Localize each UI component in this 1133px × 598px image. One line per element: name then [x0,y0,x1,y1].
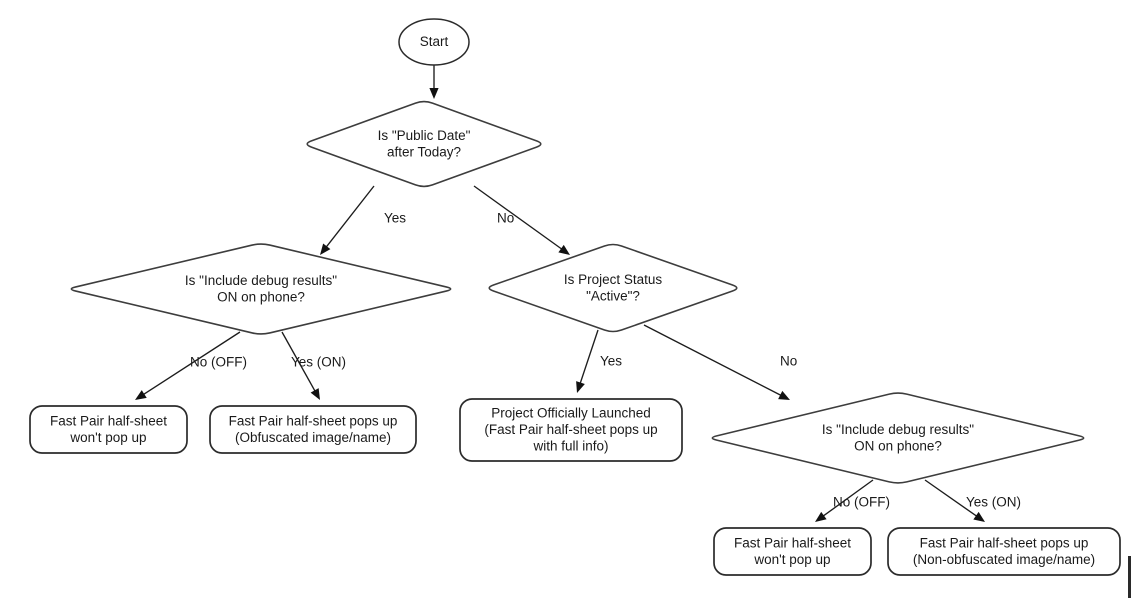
decision-label: Is Project Status"Active"? [564,271,663,303]
arrowhead-icon [558,244,570,255]
arrowhead-icon [576,381,585,393]
terminal-label: Project Officially Launched(Fast Pair ha… [484,405,657,453]
start-ellipse-shape [398,18,470,66]
edge-label: Yes [384,211,406,226]
edge-label: No [497,211,514,226]
edge-line [579,329,599,385]
edge-label: No [780,354,797,369]
edge-line [821,479,874,518]
edge-line [643,324,783,397]
terminal-box-shape [887,527,1121,576]
edge-debug-right-yes-on: Yes (ON) [924,479,1021,522]
decision-label: Is "Include debug results"ON on phone? [185,272,337,304]
decision-debug-results-left: Is "Include debug results"ON on phone? [70,243,452,335]
terminal-box-shape [209,405,417,454]
edge-debug-right-no-off: No (OFF) [815,479,890,522]
artifact-layer [1128,556,1131,598]
arrowhead-icon [973,511,985,522]
edge-project-status-no: No [643,324,797,400]
edge-public-date-yes: Yes [320,185,406,255]
edge-debug-left-yes-on: Yes (ON) [281,331,346,400]
terminal-label: Fast Pair half-sheet pops up(Obfuscated … [229,413,398,445]
arrowhead-icon [135,390,147,400]
edge-label: Yes [600,354,622,369]
terminal-box-shape [713,527,872,576]
decision-diamond-shape [488,243,738,333]
arrowhead-icon [815,511,827,522]
edge-line [473,185,564,251]
edge-public-date-no: No [473,185,570,255]
edge-label: Yes (ON) [966,495,1021,510]
arrowhead-icon [320,243,331,255]
edge-label: Yes (ON) [291,355,346,370]
decision-diamond-shape [70,243,452,335]
edge-start-to-public-date [429,65,439,99]
edge-line [281,331,317,393]
start-label: Start [420,34,449,49]
decision-public-date: Is "Public Date"after Today? [306,100,542,188]
outcome-obfuscated-popup: Fast Pair half-sheet pops up(Obfuscated … [209,405,417,454]
edge-label: No (OFF) [833,495,890,510]
edge-line [142,331,241,396]
decision-diamond-shape [711,392,1085,484]
decision-label: Is "Public Date"after Today? [378,127,471,159]
nodes-layer: Start Is "Public Date"after Today? Is "Inc… [29,18,1121,576]
start-node: Start [398,18,470,66]
arrowhead-icon [310,388,320,400]
outcome-project-launched: Project Officially Launched(Fast Pair ha… [459,398,683,462]
terminal-box-shape [29,405,188,454]
outcome-nonobfuscated-popup: Fast Pair half-sheet pops up(Non-obfusca… [887,527,1121,576]
arrowhead-icon [778,390,790,400]
edge-line [325,185,375,249]
decision-label: Is "Include debug results"ON on phone? [822,421,974,453]
decision-diamond-shape [306,100,542,188]
terminal-box-shape [459,398,683,462]
decision-project-status: Is Project Status"Active"? [488,243,738,333]
edge-line [924,479,979,518]
edge-project-status-yes: Yes [576,329,622,393]
right-edge-artifact [1128,556,1131,598]
edge-debug-left-no-off: No (OFF) [135,331,247,400]
edge-label: No (OFF) [190,355,247,370]
terminal-label: Fast Pair half-sheet pops up(Non-obfusca… [913,535,1095,567]
arrowhead-icon [429,88,439,99]
decision-debug-results-right: Is "Include debug results"ON on phone? [711,392,1085,484]
